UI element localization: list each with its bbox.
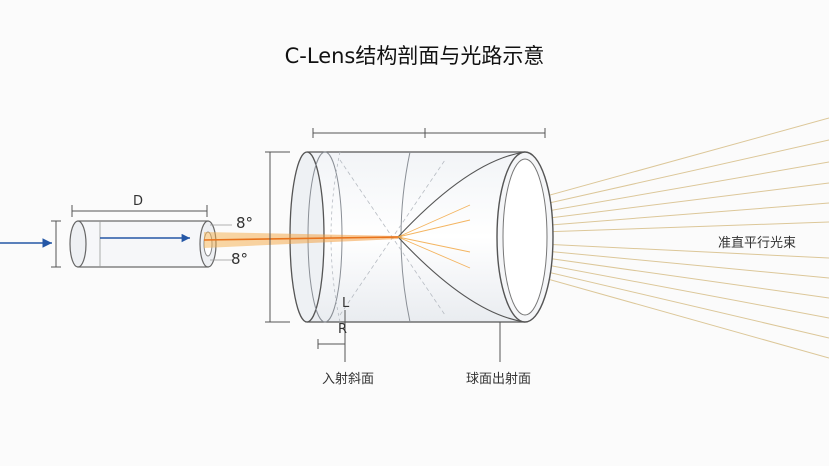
label-collimated-beam: 准直平行光束 — [718, 236, 797, 251]
label-angle-bottom: 8° — [231, 250, 249, 268]
diagram-title: C-Lens结构剖面与光路示意 — [284, 44, 545, 68]
lens-length-dimension — [312, 128, 546, 138]
label-l: L — [342, 296, 350, 311]
label-r: R — [338, 322, 348, 337]
label-incident-face: 入射斜面 — [322, 372, 375, 387]
laser-beam — [203, 204, 471, 269]
label-exit-face: 球面出射面 — [466, 372, 532, 387]
fiber-pigtail — [69, 220, 217, 268]
l-r-dimension — [317, 310, 346, 355]
dimension-d — [71, 205, 208, 217]
lens-height-dimension — [265, 151, 290, 323]
label-d: D — [133, 194, 144, 209]
pigtail-height-dimension — [51, 220, 61, 268]
angle-guides — [210, 224, 232, 261]
label-angle-top: 8° — [236, 214, 254, 232]
